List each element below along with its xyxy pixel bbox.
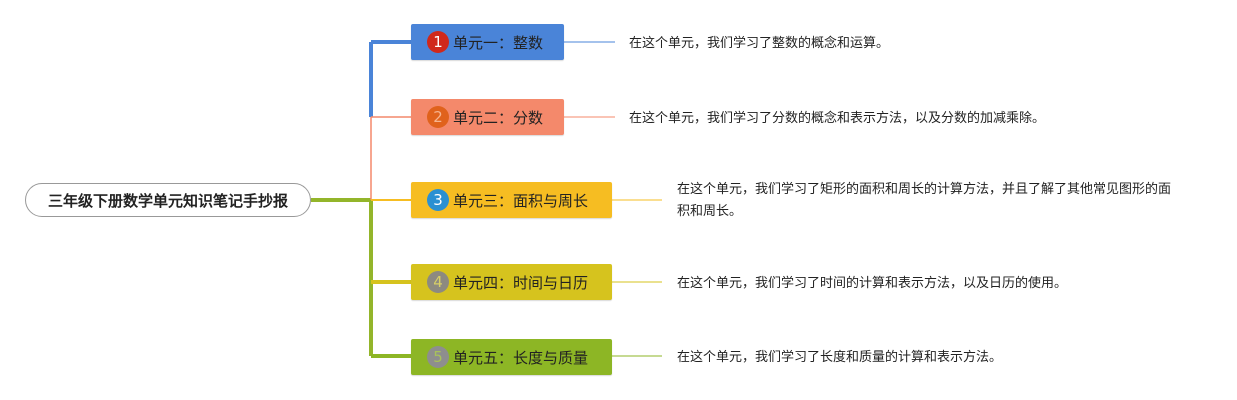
unit-3-description: 在这个单元，我们学习了矩形的面积和周长的计算方法，并且了解了其他常见图形的面积和… <box>677 182 1172 219</box>
unit-4-label: 单元四：时间与日历 <box>453 273 589 292</box>
unit-5-node[interactable]: 5 单元五：长度与质量 <box>411 339 612 375</box>
unit-4-description: 在这个单元，我们学习了时间的计算和表示方法，以及日历的使用。 <box>677 276 1068 291</box>
unit-1-node[interactable]: 1 单元一：整数 <box>411 24 564 60</box>
unit-5-description: 在这个单元，我们学习了长度和质量的计算和表示方法。 <box>677 350 1003 365</box>
unit-1-description: 在这个单元，我们学习了整数的概念和运算。 <box>629 36 890 51</box>
unit-5-label: 单元五：长度与质量 <box>453 348 589 367</box>
unit-2-number-badge: 2 <box>427 106 449 128</box>
unit-3-node[interactable]: 3 单元三：面积与周长 <box>411 182 612 218</box>
unit-4-node[interactable]: 4 单元四：时间与日历 <box>411 264 612 300</box>
unit-5-number-badge: 5 <box>427 346 449 368</box>
unit-2-label: 单元二：分数 <box>453 108 544 127</box>
unit-3-label: 单元三：面积与周长 <box>453 191 589 210</box>
root-topic-label: 三年级下册数学单元知识笔记手抄报 <box>47 191 288 210</box>
unit-2-node[interactable]: 2 单元二：分数 <box>411 99 564 135</box>
unit-2-description: 在这个单元，我们学习了分数的概念和表示方法，以及分数的加减乘除。 <box>629 111 1046 126</box>
unit-1-label: 单元一：整数 <box>453 33 544 52</box>
unit-4-number-badge: 4 <box>427 271 449 293</box>
unit-3-number-badge: 3 <box>427 189 449 211</box>
unit-1-number-badge: 1 <box>427 31 449 53</box>
root-topic[interactable]: 三年级下册数学单元知识笔记手抄报 <box>25 183 311 217</box>
